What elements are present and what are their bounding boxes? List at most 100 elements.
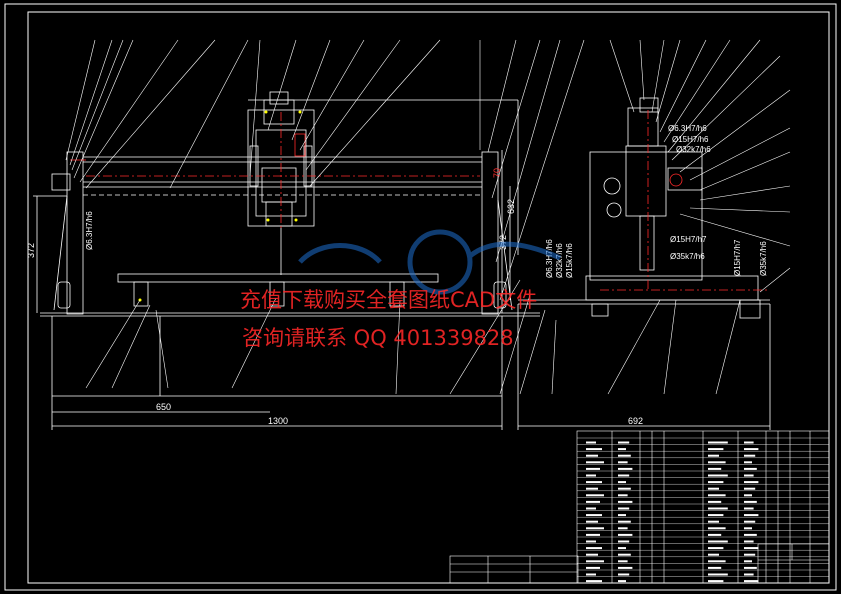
- fit-side-b: Ø32k7/h6: [555, 243, 564, 278]
- bom-text-mark: [586, 467, 600, 470]
- side-leaders: [607, 39, 791, 395]
- bom-text-mark: [618, 507, 630, 510]
- bom-text-mark: [708, 514, 724, 517]
- fit-side-d: Ø15H7/h7: [733, 239, 742, 276]
- bom-text-mark: [618, 580, 626, 583]
- bom-text-mark: [618, 514, 626, 517]
- bom-text-mark: [708, 448, 724, 451]
- bom-text-mark: [744, 454, 756, 457]
- bom-text-mark: [744, 520, 756, 523]
- bom-text-mark: [708, 560, 726, 563]
- watermark-line-1: 充值下载购买全套图纸CAD文件: [240, 288, 538, 312]
- fit-side-c: Ø15k7/h6: [565, 243, 574, 278]
- bom-text-mark: [708, 500, 722, 503]
- bom-text-mark: [586, 454, 598, 457]
- bom-text-mark: [708, 474, 728, 477]
- bom-text-mark: [744, 474, 754, 477]
- fit-side-e: Ø35k7/h6: [759, 241, 768, 276]
- front-yellow-marks: [138, 110, 302, 302]
- bom-text-mark: [708, 441, 728, 444]
- fit-side-top2: Ø15H7/h6: [672, 135, 709, 144]
- bom-text-mark: [618, 553, 631, 556]
- bom-text-mark: [618, 454, 631, 457]
- bom-text-mark: [744, 448, 759, 451]
- bom-text-mark: [586, 461, 604, 464]
- bom-text-mark: [744, 487, 756, 490]
- fit-side-a: Ø6.3H7/h6: [545, 239, 554, 278]
- front-leaders-top: [65, 39, 585, 301]
- bom-text-mark: [708, 533, 722, 536]
- bom-text-mark: [708, 494, 726, 497]
- bom-text-mark: [586, 533, 600, 536]
- bom-rows: [577, 437, 829, 577]
- bom-text-mark: [618, 560, 628, 563]
- bom-text-mark: [708, 573, 728, 576]
- bom-text-mark: [744, 547, 759, 550]
- bom-text-mark: [744, 560, 752, 563]
- bom-text-mark: [586, 547, 602, 550]
- bom-text-mark: [744, 573, 754, 576]
- watermark-line-2: 咨询请联系 QQ 401339828: [242, 326, 514, 350]
- bom-text-mark: [744, 461, 752, 464]
- bom-text-mark: [586, 448, 602, 451]
- dim-side-width: 692: [628, 416, 643, 426]
- bom-text-mark: [744, 566, 757, 569]
- bom-text-mark: [618, 573, 630, 576]
- bom-text-mark: [618, 481, 626, 484]
- bom-text-mark: [586, 500, 600, 503]
- bom-text-mark: [708, 507, 728, 510]
- bom-text-mark: [708, 566, 722, 569]
- dim-sub-width: 650: [156, 402, 171, 412]
- bom-text-mark: [618, 520, 631, 523]
- side-red-centerlines: [600, 110, 770, 291]
- bom-text-mark: [586, 481, 602, 484]
- side-view: [517, 97, 771, 430]
- bom-text-mark: [618, 441, 630, 444]
- bom-text-mark: [586, 527, 604, 530]
- bom-text-mark: [708, 461, 726, 464]
- bom-text-mark: [586, 441, 596, 444]
- bom-text-mark: [744, 441, 754, 444]
- bom-text-mark: [618, 467, 633, 470]
- bom-text-mark: [708, 520, 719, 523]
- bom-text-mark: [618, 494, 628, 497]
- bom-text-mark: [708, 553, 719, 556]
- bom-text-mark: [586, 494, 604, 497]
- fit-front-left: Ø6.3H7/h6: [85, 211, 94, 250]
- bom-text-mark: [744, 580, 759, 583]
- bom-text-mark: [708, 580, 724, 583]
- bom-text-mark: [586, 474, 596, 477]
- bom-text-mark: [618, 527, 628, 530]
- front-red-centerlines: [70, 112, 480, 228]
- bom-text-mark: [618, 540, 630, 543]
- bom-text-mark: [618, 566, 633, 569]
- bom-text-mark: [586, 553, 598, 556]
- bom-text-mark: [586, 540, 596, 543]
- bom-text-mark: [744, 540, 754, 543]
- dim-70: 70: [492, 168, 502, 178]
- bom-text-mark: [744, 533, 757, 536]
- bom-text-mark: [586, 566, 600, 569]
- bom-text-mark: [744, 514, 759, 517]
- dim-632: 632: [506, 199, 516, 214]
- front-view: [33, 91, 540, 430]
- bom-text-mark: [744, 500, 757, 503]
- bom-text-mark: [586, 487, 598, 490]
- bom-text-mark: [586, 573, 596, 576]
- front-leaders-bottom: [85, 279, 557, 395]
- bom-text-mark: [618, 487, 631, 490]
- watermark-logo-icon: [298, 229, 562, 295]
- bom-text-mark: [586, 520, 598, 523]
- bom-text-mark: [708, 467, 722, 470]
- bom-text-mark: [618, 474, 630, 477]
- title-block: [449, 430, 830, 584]
- bom-text-mark: [708, 487, 719, 490]
- bom-text-mark: [618, 448, 626, 451]
- fit-side-mid1: Ø15H7/h7: [670, 235, 707, 244]
- bom-text-mark: [708, 540, 728, 543]
- bom-text-mark: [708, 527, 726, 530]
- bom-text-mark: [708, 454, 719, 457]
- bom-marks: [586, 441, 759, 583]
- fit-side-mid2: Ø35k7/h6: [670, 252, 705, 261]
- bom-text-mark: [708, 481, 724, 484]
